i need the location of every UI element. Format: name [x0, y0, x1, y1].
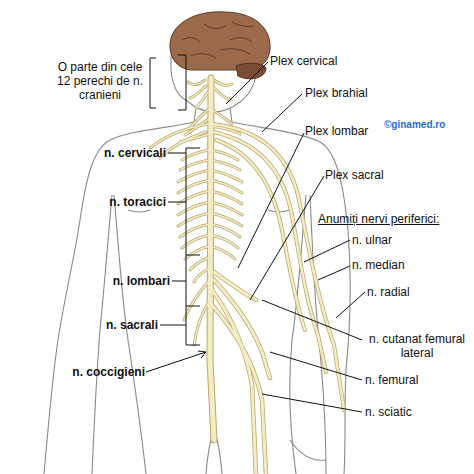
plexus-label: Plex lombar	[305, 124, 368, 138]
left-torso	[114, 195, 146, 474]
hand-outline	[290, 440, 326, 460]
leader-line	[336, 292, 365, 318]
watermark: ©ginamed.ro	[384, 118, 445, 132]
brain	[170, 12, 270, 79]
leader-line	[262, 94, 302, 132]
leader-line	[146, 352, 206, 372]
region-label: n. coccigieni	[40, 365, 145, 379]
leg-nerves	[212, 272, 270, 474]
leader-lines	[146, 62, 365, 412]
region-label: n. lombari	[60, 274, 170, 288]
leg-nerves	[184, 280, 210, 345]
left-arm-outer	[44, 108, 196, 474]
thoracic-nerves	[210, 150, 242, 259]
cerebellum	[236, 63, 266, 79]
plexus-label: Plex cervical	[270, 54, 337, 68]
body-outline	[44, 13, 350, 474]
region-leaders	[160, 153, 186, 325]
thoracic-nerves	[210, 150, 242, 259]
cranial-note: O parte din cele 12 perechi de n. cranie…	[52, 60, 148, 102]
arm-nerves	[212, 124, 344, 410]
nerve-label: n. cutanat femural lateral	[362, 332, 472, 360]
leader-line	[270, 352, 362, 380]
nerve-label: n. sciatic	[365, 405, 412, 419]
leader-line	[250, 176, 324, 300]
section-heading: Anumiți nervi periferici:	[318, 212, 439, 226]
cranial-bracket	[178, 55, 186, 110]
plexus-label: Plex brahial	[305, 86, 368, 100]
leader-line	[318, 266, 350, 280]
leader-line	[262, 394, 362, 412]
leg-nerves	[184, 280, 210, 345]
nerve-label: n. radial	[367, 285, 410, 299]
nerve-label: n. median	[352, 258, 405, 272]
leader-line	[238, 133, 304, 268]
leader-line	[304, 240, 350, 262]
nerve-label: n. femural	[365, 373, 418, 387]
brain-folds	[182, 22, 254, 58]
spine-region-bracket	[186, 148, 200, 345]
leader-line	[262, 300, 362, 340]
thoracic-nerves	[178, 150, 210, 282]
leader-line	[226, 62, 268, 104]
right-arm-outer	[230, 108, 350, 474]
thoracic-nerves	[178, 150, 210, 282]
nerve-label: n. ulnar	[352, 233, 392, 247]
cerebrum	[170, 12, 270, 70]
plexus-label: Plex sacral	[325, 168, 384, 182]
arm-nerves	[212, 124, 344, 410]
left-arm-inner	[92, 195, 112, 474]
region-label: n. sacrali	[50, 318, 158, 332]
region-label: n. cervicali	[60, 146, 166, 160]
region-label: n. toracici	[60, 195, 166, 209]
leg-nerves	[212, 272, 270, 474]
cranial-nerves	[188, 80, 232, 108]
cranial-text-bracket	[150, 58, 156, 108]
right-torso	[290, 195, 306, 474]
arrow-head	[198, 351, 206, 358]
